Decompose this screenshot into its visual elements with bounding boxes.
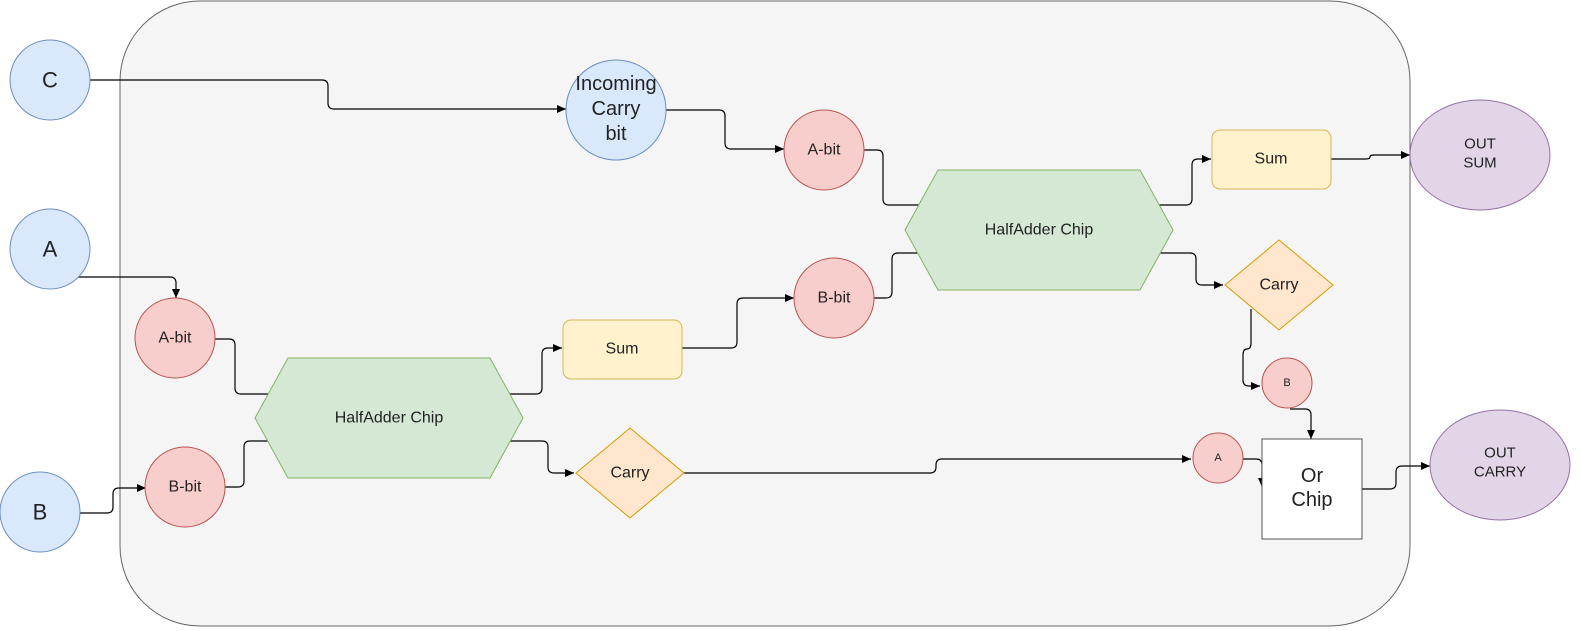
out-sum-node[interactable]: OUT SUM	[1409, 99, 1551, 211]
incoming-carry-label-line-3: bit	[605, 123, 627, 145]
incoming-carry-node[interactable]: Incoming Carry bit	[565, 59, 667, 161]
ha2-b-bit-label: B-bit	[818, 290, 851, 307]
ha1-b-bit-label: B-bit	[169, 479, 202, 496]
ha2-a-bit-label: A-bit	[808, 142, 841, 159]
or-a-label: A	[1214, 452, 1222, 464]
edge-halfadder-1-to-sum	[496, 344, 562, 395]
edge-carry-to-or-a	[681, 455, 1191, 474]
connectors	[78, 79, 1430, 514]
ha1-a-bit-node[interactable]: A-bit	[134, 297, 216, 379]
edge-halfadder-2-to-sum	[1145, 155, 1211, 206]
edge-sum-to-out-sum	[1330, 151, 1410, 160]
input-a-node[interactable]: A	[9, 208, 91, 290]
ha2-a-bit-node[interactable]: A-bit	[783, 109, 865, 191]
ha2-sum-node[interactable]: Sum	[1211, 129, 1332, 190]
out-carry-label-line-1: OUT	[1484, 445, 1516, 462]
edge-a-bit-to-halfadder-1	[214, 338, 279, 398]
ha2-sum-label: Sum	[1255, 151, 1288, 168]
ha2-carry-label: Carry	[1259, 277, 1298, 294]
or-b-node[interactable]: B	[1261, 357, 1313, 409]
edge-a-bit-to-halfadder-2	[863, 149, 929, 209]
halfadder-chip-2-label: HalfAdder Chip	[985, 222, 1094, 239]
edge-c-to-incoming-carry	[89, 79, 566, 113]
ha1-carry-node[interactable]: Carry	[575, 427, 685, 519]
or-chip-label-line-1: Or	[1301, 465, 1324, 487]
out-sum-label-line-2: SUM	[1463, 155, 1496, 172]
ha1-sum-label: Sum	[606, 341, 639, 358]
edge-b-input-to-b-bit	[79, 484, 146, 514]
input-b-node[interactable]: B	[0, 471, 81, 553]
ha1-carry-label: Carry	[610, 465, 649, 482]
halfadder-chip-2[interactable]: HalfAdder Chip	[904, 169, 1174, 291]
out-carry-node[interactable]: OUT CARRY	[1429, 409, 1571, 521]
edge-b-bit-to-halfadder-1	[224, 437, 279, 488]
edge-or-chip-to-out-carry	[1361, 462, 1430, 490]
ha1-sum-node[interactable]: Sum	[562, 319, 683, 380]
ha2-carry-node[interactable]: Carry	[1224, 239, 1334, 331]
ha2-b-bit-node[interactable]: B-bit	[793, 257, 875, 339]
edge-b-bit-to-halfadder-2	[873, 249, 929, 299]
full-adder-container	[119, 0, 1411, 627]
edge-a-input-to-a-bit	[78, 276, 180, 298]
out-carry-label-line-2: CARRY	[1474, 464, 1526, 481]
input-b-label: B	[33, 500, 48, 525]
or-chip-node[interactable]: Or Chip	[1261, 438, 1363, 540]
ha1-b-bit-node[interactable]: B-bit	[144, 446, 226, 528]
halfadder-chip-1[interactable]: HalfAdder Chip	[254, 357, 524, 479]
edge-incoming-carry-to-a-bit	[665, 109, 784, 153]
ha1-a-bit-label: A-bit	[159, 330, 192, 347]
input-c-node[interactable]: C	[9, 39, 91, 121]
edge-halfadder-2-to-carry	[1145, 252, 1223, 289]
halfadder-chip-1-label: HalfAdder Chip	[335, 410, 444, 427]
or-b-label: B	[1283, 377, 1290, 389]
or-chip-label-line-2: Chip	[1291, 489, 1332, 511]
incoming-carry-label-line-2: Carry	[592, 98, 641, 120]
out-sum-label-line-1: OUT	[1464, 136, 1496, 153]
input-c-label: C	[42, 68, 58, 93]
edge-halfadder-1-to-carry	[496, 440, 574, 477]
edge-or-b-to-or-chip	[1290, 408, 1315, 439]
incoming-carry-label-line-1: Incoming	[575, 73, 656, 95]
or-a-node[interactable]: A	[1192, 432, 1244, 484]
edge-carry-to-or-b	[1242, 309, 1260, 390]
edge-sum-to-b-bit	[681, 294, 794, 349]
input-a-label: A	[43, 237, 58, 262]
